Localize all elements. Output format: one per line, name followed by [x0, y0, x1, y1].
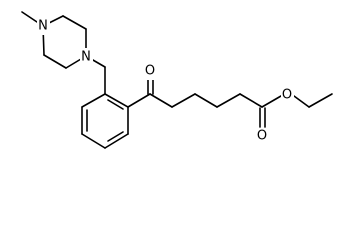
atom-label-methyl-n: N [38, 19, 48, 34]
bond-chain-3 [194, 93, 218, 108]
bond-chain-2 [171, 93, 196, 108]
atom-ester-carbonyl-o: O [256, 129, 269, 145]
bond-ester-c-o [261, 95, 282, 108]
bond-chain-1 [149, 93, 173, 108]
atom-label-ketone-o: O [145, 64, 155, 79]
piperazine-ring-bonds [21, 11, 87, 69]
atom-methyl-n: N [37, 18, 50, 35]
atom-labels: N N O O O [37, 18, 294, 145]
atom-ester-ether-o: O [281, 87, 294, 103]
atom-ketone-o: O [144, 64, 157, 80]
bond-benzene-3 [104, 133, 129, 149]
bond-benzene-4 [81, 133, 106, 149]
bond-benzene-inner-a [107, 99, 124, 110]
atom-label-ester-carbonyl-o: O [257, 129, 267, 144]
atom-benzyl-n: N [80, 48, 93, 65]
bond-benzene-1 [104, 93, 129, 108]
bond-ring-bottom [43, 54, 67, 69]
bond-ring-to-ketone-c [127, 93, 151, 108]
side-chain-bonds [127, 76, 333, 128]
bond-ethyl-ch3 [308, 93, 333, 108]
benzene-ring-bonds [81, 93, 129, 149]
chemical-structure-diagram: N N O O O [21, 11, 333, 149]
atom-label-ester-ether-o: O [282, 88, 292, 103]
atom-label-benzyl-n: N [81, 50, 91, 65]
bond-benzene-inner-b [107, 131, 124, 142]
bond-o-ethyl-ch2 [293, 95, 310, 108]
bond-ring-top [62, 15, 87, 30]
bond-chain-4 [216, 93, 241, 108]
bond-chain-5 [239, 93, 263, 108]
bond-benzene-6 [81, 93, 106, 108]
